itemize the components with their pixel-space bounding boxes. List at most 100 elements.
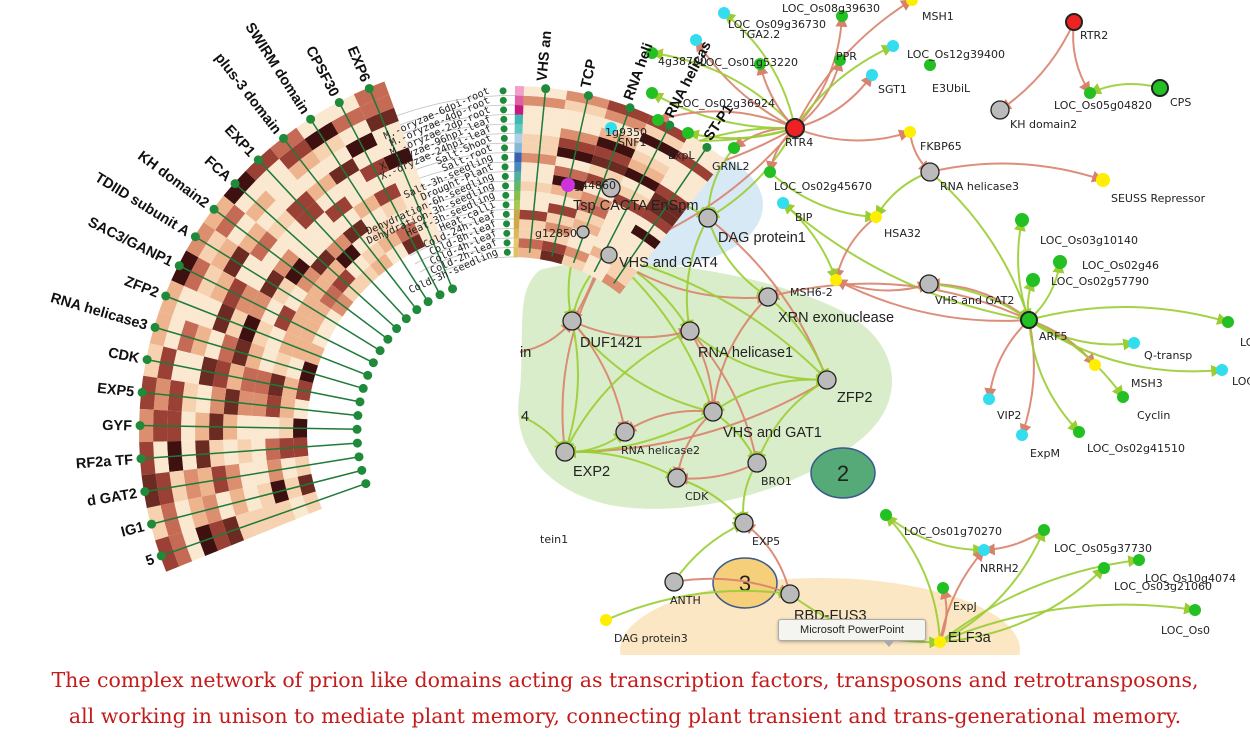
- node-expl: [682, 127, 694, 139]
- condition-dot: [501, 163, 509, 171]
- gene-spoke-dot: [357, 465, 367, 475]
- gene-spoke-dot: [583, 91, 593, 101]
- node-label-4: 4: [521, 409, 529, 425]
- node-loc-os05g04820: [1084, 87, 1096, 99]
- edge-rna-helicase3-to-seuss-repressor: [929, 162, 1105, 183]
- node-label-vhs-and-gat2: VHS and GAT2: [935, 294, 1014, 307]
- gene-spoke-dot: [702, 142, 712, 152]
- node-bro1: [747, 453, 767, 473]
- condition-color-swatch: [514, 86, 525, 96]
- powerpoint-tooltip: Microsoft PowerPoint: [778, 619, 926, 647]
- gene-spoke-dot: [174, 261, 184, 271]
- edge-rtr2-to-kh-domain2: [999, 21, 1075, 111]
- gene-spoke-dot: [363, 370, 373, 380]
- node-label-duf1421: DUF1421: [580, 335, 642, 351]
- node-exp2: [555, 442, 575, 462]
- node-label-loc-os05g37730: LOC_Os05g37730: [1054, 542, 1152, 555]
- node-4g38700: [646, 47, 658, 59]
- node-cyclin: [1117, 391, 1129, 403]
- node-label-rna-helicase3: RNA helicase3: [940, 180, 1019, 193]
- edge-arf5-to-loc-os02g46: [1028, 260, 1065, 321]
- node-label-expm: ExpM: [1030, 447, 1060, 460]
- condition-dot: [503, 239, 511, 247]
- node-label-elf3a: ELF3a: [948, 630, 992, 646]
- node-expm: [1016, 429, 1028, 441]
- node-loc-os02g46: [1053, 255, 1067, 269]
- node-zfp2: [817, 370, 837, 390]
- node-label-kh-domain2: KH domain2: [1010, 118, 1077, 131]
- caption-line-1: The complex network of prion like domain…: [51, 668, 1199, 692]
- node-label-loc-os02g41510: LOC_Os02g41510: [1087, 442, 1185, 455]
- edge-arf5-to-loc-os02g41510: [1028, 319, 1080, 433]
- edge-dag-protein1-to-rna-helicase1: [682, 217, 709, 333]
- node-label-tein1: tein1: [540, 533, 568, 546]
- gene-spoke-dot: [306, 114, 316, 124]
- gene-spoke-dot: [353, 410, 363, 420]
- node-anth: [664, 572, 684, 592]
- gene-spoke: [257, 159, 407, 320]
- node-grnl2: [728, 142, 740, 154]
- gene-spoke-dot: [279, 133, 289, 143]
- node-loc-os05g37730: [1038, 524, 1050, 536]
- edge-anth-to-rbd-fus3: [673, 577, 792, 596]
- edge-arf5-to-vip2: [984, 319, 1030, 401]
- node-loc-os01g70270: [880, 509, 892, 521]
- node-lo: [1222, 316, 1234, 328]
- node-label-fkbp65: FKBP65: [920, 140, 962, 153]
- gene-label-5: 5: [144, 552, 157, 570]
- edge-elf3a-to-loc-os03g21060: [939, 567, 1105, 643]
- gene-spoke: [142, 391, 358, 417]
- node-loc: [1216, 364, 1228, 376]
- node-label-dag-protein3: DAG protein3: [614, 632, 688, 645]
- node-kh-domain2: [990, 100, 1010, 120]
- node-loc-os02g57790: [1026, 273, 1040, 287]
- node-msh1: [906, 0, 918, 6]
- node-seuss-repressor: [1096, 173, 1110, 187]
- node-label-rtr4: RTR4: [785, 136, 813, 149]
- node-label-g12850: g12850: [535, 227, 577, 240]
- node-exp5: [734, 513, 754, 533]
- node-msh6-2: [830, 274, 842, 286]
- node-vip2: [983, 393, 995, 405]
- condition-dot: [500, 125, 508, 133]
- gene-spoke-dot: [448, 284, 458, 294]
- gene-spoke-dot: [150, 322, 160, 332]
- condition-color-swatch: [514, 162, 522, 172]
- gene-spoke-dot: [230, 179, 240, 189]
- gene-spoke-dot: [355, 397, 365, 407]
- edge-duf1421-to-exp2: [562, 320, 579, 454]
- condition-dot: [500, 106, 508, 114]
- node-rna-helicase1: [680, 321, 700, 341]
- node-label-rna-helicase2: RNA helicase2: [621, 444, 700, 457]
- node-sgt1: [866, 69, 878, 81]
- gene-label-ig1: IG1: [119, 519, 146, 540]
- node-label-msh6-2: MSH6-2: [790, 286, 833, 299]
- gene-spoke-dot: [401, 314, 411, 324]
- edge-rtr4-to-4g38700: [650, 48, 796, 129]
- node-label-dag-protein1: DAG protein1: [718, 230, 806, 246]
- node-label-in: in: [520, 345, 531, 361]
- node-label-loc-os0: LOC_Os0: [1161, 624, 1210, 637]
- edge-arf5-to-xrn-exonuclease: [766, 282, 1030, 321]
- node-vhs-and-gat4: [600, 246, 618, 264]
- node-label-rtr2: RTR2: [1080, 29, 1108, 42]
- node-loc-os10g4074: [1133, 554, 1145, 566]
- guide-arc: [419, 247, 519, 273]
- node-label-loc-os05g04820: LOC_Os05g04820: [1054, 99, 1152, 112]
- edge-rtr4-to-snf1: [656, 110, 796, 129]
- condition-dot: [502, 182, 510, 190]
- node-label-loc-os03g10140: LOC_Os03g10140: [1040, 234, 1138, 247]
- node-label-loc-os02g57790: LOC_Os02g57790: [1051, 275, 1149, 288]
- node-fkbp65: [904, 126, 916, 138]
- node-loc-os02g36924: [646, 87, 658, 99]
- node-label-cps: CPS: [1170, 96, 1191, 109]
- gene-spoke: [146, 358, 361, 403]
- gene-spoke-dot: [147, 519, 157, 529]
- cluster-2-region: [518, 262, 893, 509]
- gene-spoke-dot: [368, 358, 378, 368]
- condition-color-swatch: [513, 238, 519, 248]
- gene-spoke: [144, 456, 360, 493]
- edge-arf5-to-lo: [1028, 306, 1230, 325]
- node-label-loc-os01g53220: LOC_Os01g53220: [700, 56, 798, 69]
- gene-spoke: [140, 424, 358, 431]
